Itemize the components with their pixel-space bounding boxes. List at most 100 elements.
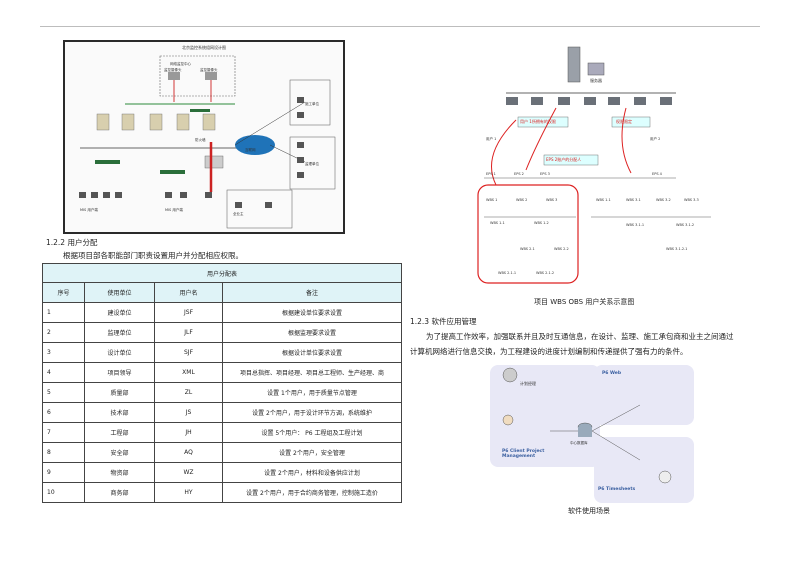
row-number: 6 [42, 402, 85, 423]
wbs-node: WBS 3.1.1 [626, 223, 645, 227]
row-unit: 建设单位 [84, 302, 155, 323]
p6-timesheets-label: P6 Timesheets [598, 487, 636, 492]
row-username: XML [154, 362, 223, 383]
row-number: 8 [42, 442, 85, 463]
row-number: 7 [42, 422, 85, 443]
row-username: SJF [154, 342, 223, 363]
row-unit: 安全部 [84, 442, 155, 463]
wbs-obs-art [477, 46, 711, 284]
obs-node: 用户 1 [486, 137, 497, 141]
diagram-label: 互联网 [245, 148, 256, 152]
wbs-node: WBS 2.1.1 [498, 271, 517, 275]
row-number: 2 [42, 322, 85, 343]
server-label: 服务器 [590, 78, 602, 83]
row-number: 10 [42, 482, 85, 503]
paragraph-123-line2: 计算机网络进行信息交换，为工程建设的进度计划编制和传递提供了强有力的条件。 [410, 347, 688, 356]
table-header: 备注 [222, 282, 402, 303]
wbs-node: WBS 3 [546, 198, 558, 202]
row-username: ZL [154, 382, 223, 403]
row-remark: 设置 1个用户，用于质量节点管理 [222, 382, 402, 403]
section-heading-122: 1.2.2 用户分配 [46, 238, 98, 247]
table-header: 序号 [42, 282, 85, 303]
wbs-node: WBS 3.1.2.1 [666, 247, 688, 251]
wbs-node: WBS 1.1 [490, 221, 505, 225]
p6-web-label: P6 Web [602, 371, 622, 376]
row-remark: 设置 5个用户： P6 工程组及工程计划 [222, 422, 402, 443]
row-unit: 技术部 [84, 402, 155, 423]
row-username: HY [154, 482, 223, 503]
software-figure-caption: 软件使用场景 [568, 507, 610, 515]
eps-node: EPS 1 [486, 172, 496, 176]
wbs-node: WBS 3.3 [684, 198, 699, 202]
web-panel [594, 365, 694, 425]
row-number: 9 [42, 462, 85, 483]
row-unit: 项目领导 [84, 362, 155, 383]
table-caption: 用户分配表 [42, 263, 402, 283]
wbs-node: WBS 3.2 [656, 198, 671, 202]
row-username: JS [154, 402, 223, 423]
eps-node: EPS 3 [540, 172, 550, 176]
role-label: 计划经理 [520, 381, 536, 386]
callout: 用户 1所拥有的权限 [520, 119, 556, 124]
diagram-label: 监控摄像头 [200, 68, 218, 72]
wbs-obs-diagram: 服务器 用户 1所拥有的权限 权限限定 EPS 2账户的分配人 EPS 1 EP… [476, 45, 720, 285]
row-remark: 设置 2个用户，材料和设备供应计划 [222, 462, 402, 483]
callout: EPS 2账户的分配人 [546, 157, 582, 162]
table-header: 用户名 [154, 282, 223, 303]
wbs-node: WBS 2.1.2 [536, 271, 555, 275]
row-number: 4 [42, 362, 85, 383]
row-unit: 物资部 [84, 462, 155, 483]
diagram-label: 施工单位 [305, 102, 319, 106]
wbs-node: WBS 2 [516, 198, 528, 202]
row-unit: 监理单位 [84, 322, 155, 343]
row-unit: 工程部 [84, 422, 155, 443]
row-username: AQ [154, 442, 223, 463]
header-rule [40, 26, 760, 27]
wbs-node: WBS 1.2 [534, 221, 549, 225]
diagram-label: MIS 用户端 [80, 208, 98, 212]
row-number: 3 [42, 342, 85, 363]
timesheets-panel [594, 437, 694, 503]
row-remark: 根据建设单位要求设置 [222, 302, 402, 323]
wbs-node: WBS 1 [486, 198, 498, 202]
paragraph-123-line1: 为了提高工作效率，加强联系并且及时互通信息，在设计、监理、施工承包商和业主之间通… [426, 332, 734, 341]
row-username: WZ [154, 462, 223, 483]
row-remark: 根据设计单位要求设置 [222, 342, 402, 363]
diagram-title: 北京监控系统组网设计图 [182, 45, 226, 50]
diagram-label: 网络监控中心 [170, 62, 191, 66]
row-number: 1 [42, 302, 85, 323]
network-diagram-art [79, 55, 336, 229]
row-remark: 设置 2个用户，安全管理 [222, 442, 402, 463]
row-unit: 设计单位 [84, 342, 155, 363]
row-remark: 设置 2个用户，用于合约商务管理，控制施工造价 [222, 482, 402, 503]
table-header: 使用单位 [84, 282, 155, 303]
wbs-node: WBS 1.1 [596, 198, 611, 202]
row-remark: 根据监理要求设置 [222, 322, 402, 343]
row-username: JH [154, 422, 223, 443]
eps-node: EPS 4 [652, 172, 662, 176]
diagram-label: MIS 用户端 [165, 208, 183, 212]
diagram-label: 全业主 [233, 212, 244, 216]
network-diagram: 北京监控系统组网设计图 网络监控中心 监控 [63, 40, 345, 234]
software-usage-art [502, 367, 672, 484]
diagram-label: 防火墙 [195, 138, 206, 142]
software-usage-diagram: 计划经理 P6 Web P6 Client Project Management… [490, 365, 695, 503]
diagram-label: 监控摄像头 [164, 68, 182, 72]
callout: 权限限定 [616, 119, 632, 124]
wbs-node: WBS 3.1 [626, 198, 641, 202]
row-remark: 项目总指挥、项目经理、项目总工程师、生产经理、商 [222, 362, 402, 383]
diagram-label: 监理单位 [305, 162, 319, 166]
wbs-node: WBS 3.1.2 [676, 223, 695, 227]
p6-client-label: P6 Client Project Management [502, 449, 545, 459]
wbs-node: WBS 2.1 [520, 247, 535, 251]
